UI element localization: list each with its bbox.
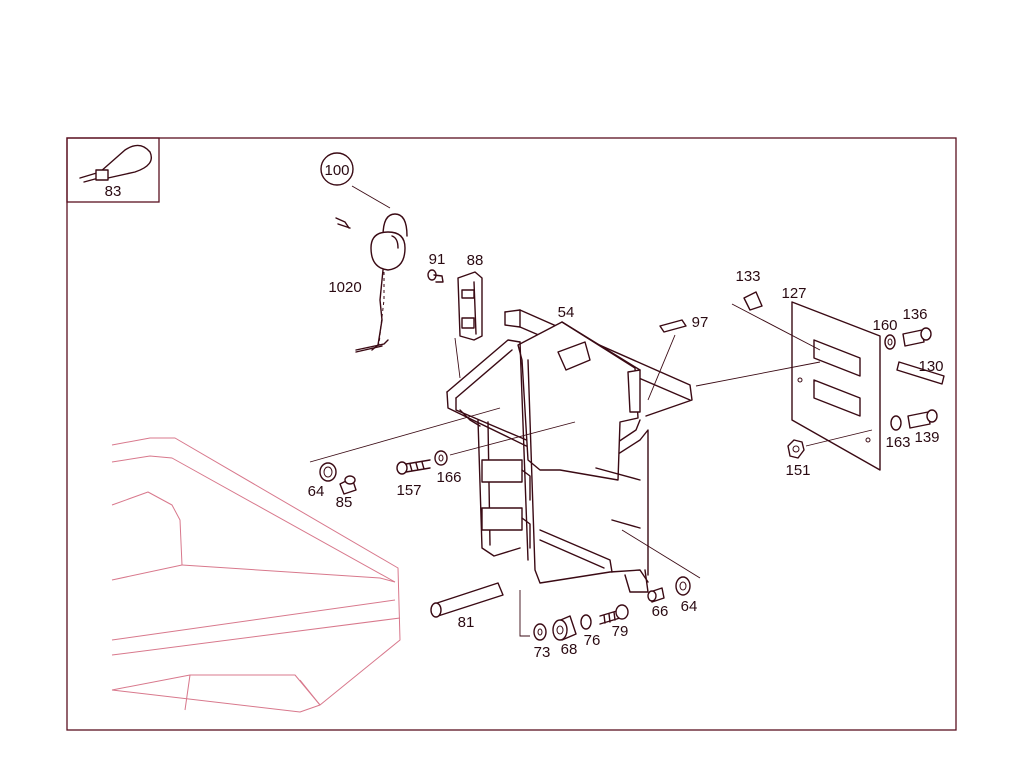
part-label: 66 xyxy=(652,603,669,620)
part-label: 73 xyxy=(534,644,551,661)
part-label: 79 xyxy=(612,623,629,640)
carrier-frame-icon xyxy=(446,309,693,593)
part-label: 85 xyxy=(336,494,353,511)
inset-box xyxy=(66,137,160,203)
part-label: 76 xyxy=(584,632,601,649)
part-label: 68 xyxy=(561,641,578,658)
sleeve-icon xyxy=(339,475,357,495)
part-label: 160 xyxy=(872,317,897,334)
part-label: 81 xyxy=(458,614,475,631)
washer-icon xyxy=(890,415,902,431)
part-label: 64 xyxy=(681,598,698,615)
washer-icon xyxy=(533,623,547,641)
vehicle-body-outline xyxy=(111,437,401,713)
part-label: 130 xyxy=(918,358,943,375)
bolt-icon xyxy=(599,604,629,625)
padlock-icon xyxy=(335,213,408,353)
sleeve-icon xyxy=(647,587,665,603)
leader-lines xyxy=(309,185,873,637)
part-label: 139 xyxy=(914,429,939,446)
part-label: 1020 xyxy=(328,279,361,296)
part-label: 166 xyxy=(436,469,461,486)
part-label: 88 xyxy=(467,252,484,269)
mounting-plate-icon xyxy=(791,301,881,471)
part-label: 100 xyxy=(324,162,349,179)
part-label: 64 xyxy=(308,483,325,500)
bushing-icon xyxy=(552,615,577,641)
part-label: 91 xyxy=(429,251,446,268)
part-label: 54 xyxy=(558,304,575,321)
bolt-icon xyxy=(907,409,938,429)
part-label: 157 xyxy=(396,482,421,499)
rivet-icon xyxy=(427,269,444,283)
callout-circle xyxy=(320,152,354,186)
nut-icon xyxy=(787,439,805,459)
cable-tie-icon xyxy=(79,144,153,183)
washer-icon xyxy=(319,462,337,482)
diagram-frame xyxy=(66,137,957,731)
washer-icon xyxy=(675,576,691,596)
washer-icon xyxy=(884,334,896,350)
strip-icon xyxy=(896,361,945,385)
part-label: 151 xyxy=(785,462,810,479)
clip-icon xyxy=(743,291,763,311)
part-label: 97 xyxy=(692,314,709,331)
pin-icon xyxy=(659,319,687,333)
hinge-bracket-icon xyxy=(457,271,483,341)
screw-icon xyxy=(396,459,431,475)
washer-icon xyxy=(434,450,448,466)
part-label: 163 xyxy=(885,434,910,451)
part-label: 136 xyxy=(902,306,927,323)
washer-icon xyxy=(580,614,592,630)
part-label: 127 xyxy=(781,285,806,302)
part-label: 133 xyxy=(735,268,760,285)
tube-icon xyxy=(430,582,504,618)
bolt-icon xyxy=(902,327,932,347)
part-label: 83 xyxy=(105,183,122,200)
